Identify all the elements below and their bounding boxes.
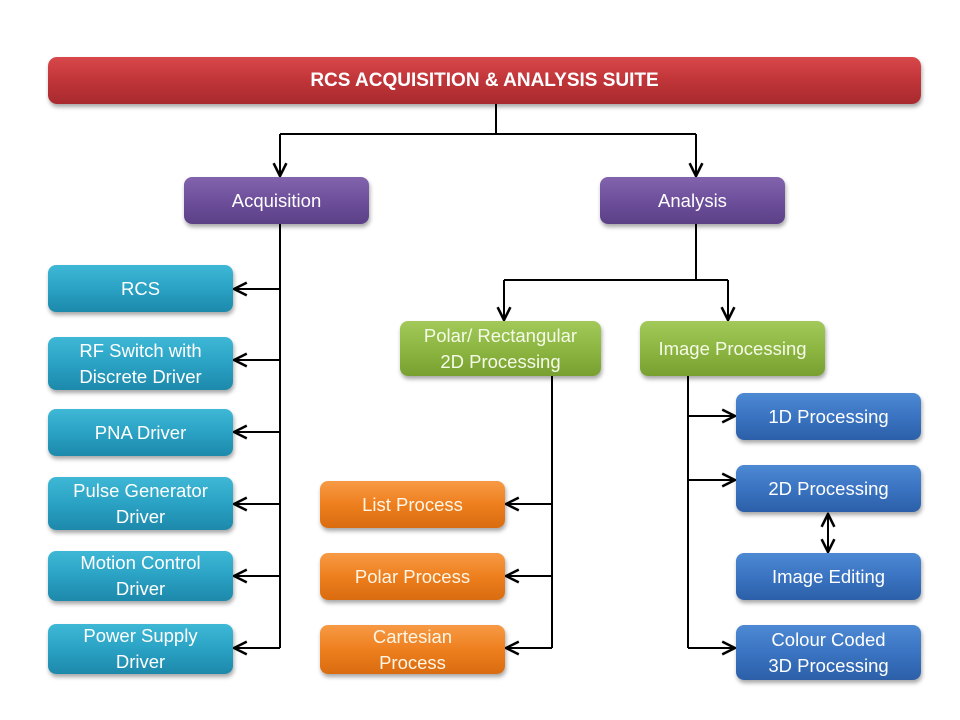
acquisition-item-rcs[interactable]: RCS bbox=[48, 265, 233, 312]
image-item-2d-processing[interactable]: 2D Processing bbox=[736, 465, 921, 512]
polar-item-cartesian-process[interactable]: Cartesian Process bbox=[320, 625, 505, 674]
image-item-colour-coded-3d[interactable]: Colour Coded 3D Processing bbox=[736, 625, 921, 680]
image-item-1d-processing[interactable]: 1D Processing bbox=[736, 393, 921, 440]
acquisition-item-pulse-generator[interactable]: Pulse Generator Driver bbox=[48, 477, 233, 530]
acquisition-item-motion-control[interactable]: Motion Control Driver bbox=[48, 551, 233, 601]
polar-item-list-process[interactable]: List Process bbox=[320, 481, 505, 528]
category-acquisition[interactable]: Acquisition bbox=[184, 177, 369, 224]
acquisition-item-pna-driver[interactable]: PNA Driver bbox=[48, 409, 233, 456]
category-analysis[interactable]: Analysis bbox=[600, 177, 785, 224]
image-item-image-editing[interactable]: Image Editing bbox=[736, 553, 921, 600]
acquisition-item-rf-switch[interactable]: RF Switch with Discrete Driver bbox=[48, 337, 233, 390]
polar-item-polar-process[interactable]: Polar Process bbox=[320, 553, 505, 600]
analysis-group-image-processing[interactable]: Image Processing bbox=[640, 321, 825, 376]
analysis-group-polar-rectangular[interactable]: Polar/ Rectangular 2D Processing bbox=[400, 321, 601, 376]
acquisition-item-power-supply[interactable]: Power Supply Driver bbox=[48, 624, 233, 674]
root-title: RCS ACQUISITION & ANALYSIS SUITE bbox=[48, 57, 921, 104]
